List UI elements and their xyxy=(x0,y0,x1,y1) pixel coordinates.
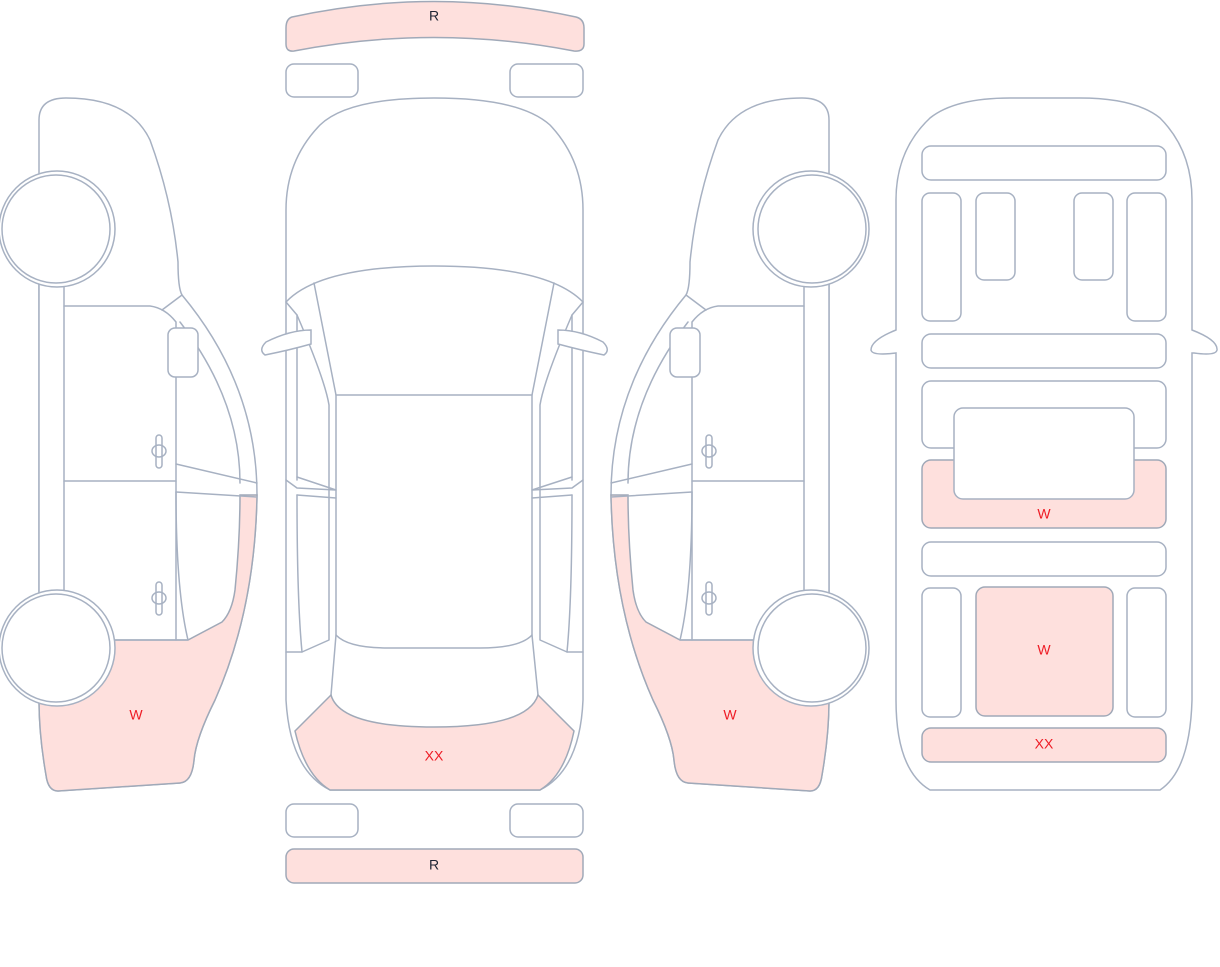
front-left-door-panel[interactable] xyxy=(921,192,962,322)
right-mirror-icon[interactable] xyxy=(557,329,608,356)
left-mirror-icon[interactable] xyxy=(261,329,312,356)
trunk-floor-label: W xyxy=(1037,642,1051,658)
left-side-view xyxy=(0,97,258,792)
rear-bumper-label: R xyxy=(429,857,439,873)
right-quarter-label: W xyxy=(723,707,737,723)
trunk-right-panel[interactable] xyxy=(1126,587,1167,718)
rear-wheel-icon[interactable] xyxy=(1,593,111,703)
trunk-front-strip[interactable] xyxy=(921,541,1167,577)
rear-panel-label: XX xyxy=(425,748,444,764)
right-b-pillar xyxy=(531,476,584,499)
side-mirror-icon xyxy=(167,327,199,378)
front-left-seat[interactable] xyxy=(975,192,1016,281)
a-pillar-right xyxy=(531,282,555,396)
rear-seat-cushion[interactable] xyxy=(953,407,1135,500)
door-handle-ring xyxy=(151,444,167,458)
rocker-bar xyxy=(38,279,65,599)
front-right-seat[interactable] xyxy=(1073,192,1114,281)
door-handle-icon xyxy=(155,581,163,616)
front-right-door-panel[interactable] xyxy=(1126,192,1167,322)
rear-bumper[interactable] xyxy=(285,848,584,884)
roof-panel[interactable] xyxy=(335,394,533,649)
left-b-pillar xyxy=(285,476,337,499)
dashboard-panel[interactable] xyxy=(921,145,1167,181)
front-left-light[interactable] xyxy=(285,63,359,98)
rear-floor-strip-label: XX xyxy=(1035,736,1054,752)
front-wheel-icon[interactable] xyxy=(1,174,111,284)
front-bumper-label: R xyxy=(429,8,439,24)
rear-quarter-panel[interactable] xyxy=(38,494,258,792)
front-door-outline xyxy=(63,305,177,641)
b-pillar-bottom xyxy=(175,491,258,498)
rear-right-light[interactable] xyxy=(509,803,584,838)
a-pillar xyxy=(161,294,183,311)
rear-floor-strip[interactable] xyxy=(921,727,1167,763)
rear-left-light[interactable] xyxy=(285,803,359,838)
middle-floor-strip[interactable] xyxy=(921,333,1167,369)
rear-pillar-lines xyxy=(330,634,539,696)
trunk-left-panel[interactable] xyxy=(921,587,962,718)
rear-door-edge xyxy=(113,491,189,641)
left-quarter-label: W xyxy=(129,707,143,723)
trunk-floor[interactable] xyxy=(975,586,1114,717)
door-handle-icon xyxy=(155,434,163,469)
front-right-light[interactable] xyxy=(509,63,584,98)
front-bumper[interactable] xyxy=(285,0,585,52)
b-pillar-top xyxy=(175,463,258,484)
door-handle-ring xyxy=(151,591,167,605)
interior-view xyxy=(870,97,1218,791)
right-side-view[interactable] xyxy=(610,97,870,792)
rear-seat-floor-label: W xyxy=(1037,506,1051,522)
a-pillar-left xyxy=(313,282,337,396)
center-view xyxy=(261,0,608,884)
rear-panel[interactable] xyxy=(294,693,575,791)
